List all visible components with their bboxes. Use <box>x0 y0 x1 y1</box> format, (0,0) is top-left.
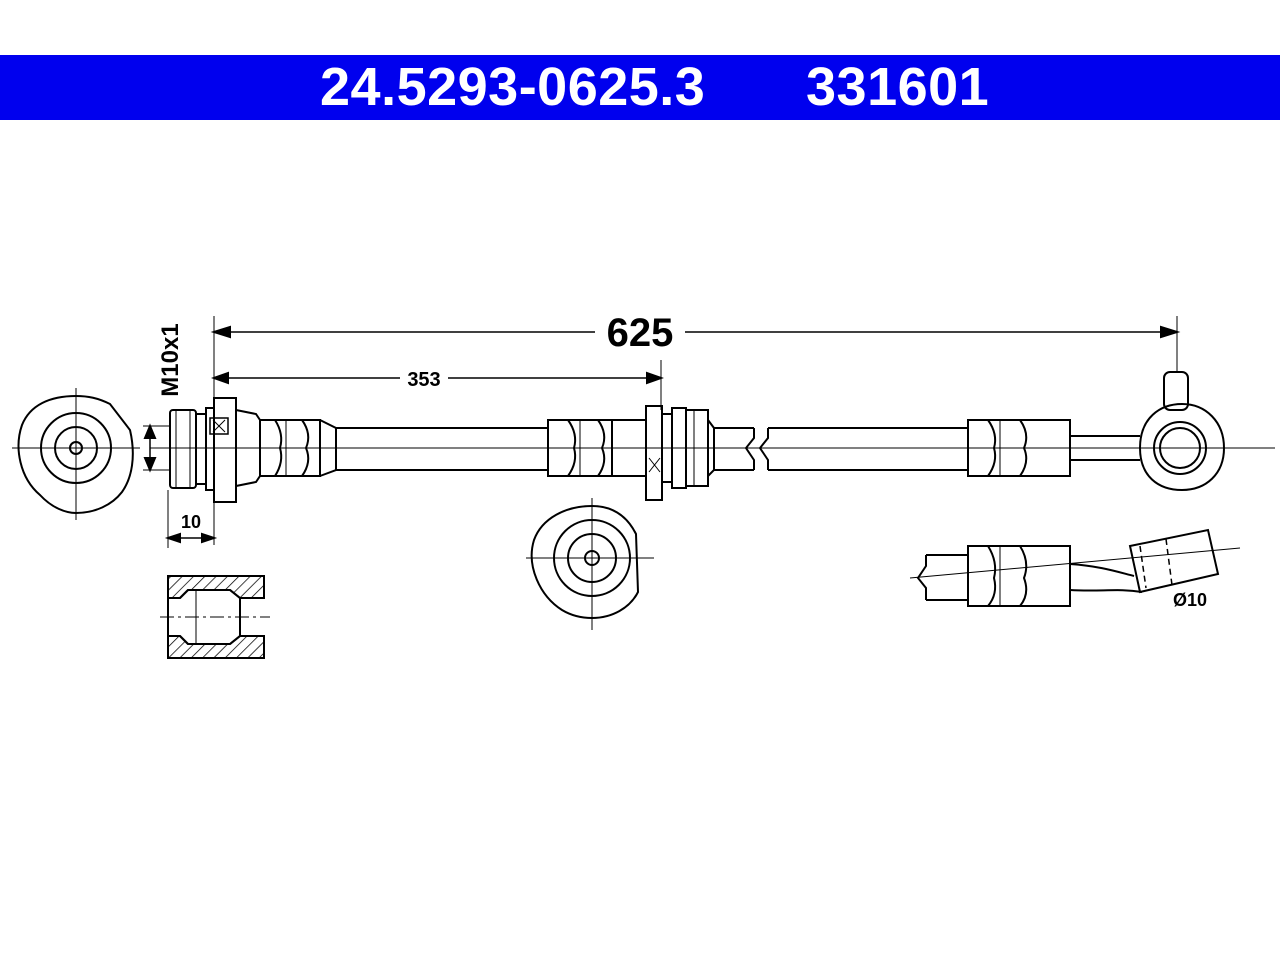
banjo-eye <box>1138 371 1226 492</box>
header-bar: 24.5293-0625.3 331601 <box>0 55 1280 120</box>
reference-number: 331601 <box>806 57 990 117</box>
hose-section-left <box>336 427 548 471</box>
right-fitting <box>967 419 1140 477</box>
dimension-line-625 <box>210 316 1181 545</box>
bent-end-detail <box>909 528 1241 607</box>
left-fitting <box>169 397 337 503</box>
part-number: 24.5293-0625.3 <box>320 57 706 117</box>
dimension-diameter-label: Ø10 <box>1173 590 1207 610</box>
dimension-partial-length: 353 <box>407 369 440 391</box>
middle-end-view <box>526 498 654 630</box>
dimension-thread <box>143 423 170 473</box>
hose-section-right <box>714 427 968 471</box>
left-end-view <box>12 388 140 520</box>
dimension-thread-length <box>164 490 218 548</box>
port-section-view <box>160 575 270 659</box>
dimension-overall-length: 625 <box>607 311 674 355</box>
dimension-thread-length-label: 10 <box>181 512 201 532</box>
dimension-line-353 <box>211 360 664 410</box>
dimension-thread-label: M10x1 <box>157 323 184 396</box>
middle-fitting <box>547 405 715 501</box>
